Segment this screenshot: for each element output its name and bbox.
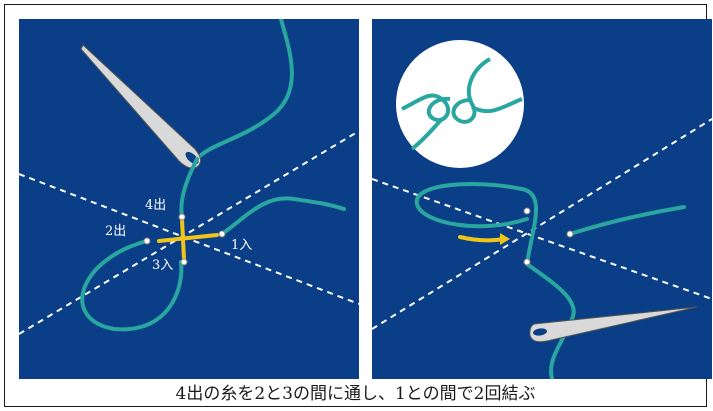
yellow-stitch-horizontal: [157, 233, 219, 243]
point-3-marker: [180, 258, 188, 266]
thread-right-tail: [220, 196, 346, 236]
yellow-stitch-vertical: [180, 217, 186, 261]
left-illustration-panel: 4出 2出 1入 3入: [19, 19, 359, 379]
right-illustration: [372, 40, 712, 379]
figure-caption: 4出の糸を2と3の間に通し、1との間で2回結ぶ: [175, 384, 536, 404]
dashed-guide-line-1: [372, 178, 712, 300]
needle-icon: [529, 306, 698, 343]
stitch-marker-bottom: [523, 258, 531, 266]
point-4-marker: [178, 213, 186, 221]
dashed-guide-line-2: [372, 118, 712, 330]
point-2-marker: [143, 237, 151, 245]
thread-to-needle: [195, 19, 294, 161]
label-point-4: 4出: [145, 198, 167, 213]
left-illustration: [19, 19, 359, 335]
dashed-guide-line-1: [19, 173, 359, 305]
point-1-marker: [218, 230, 226, 238]
thread-loop: [80, 239, 184, 332]
thread-right-tail: [568, 205, 686, 236]
yellow-arrow-icon: [458, 233, 510, 245]
label-point-3: 3入: [152, 258, 174, 273]
label-point-1: 1入: [231, 238, 253, 253]
needle-icon: [80, 44, 201, 169]
magnified-knot-icon: [396, 40, 524, 168]
thread-loop: [414, 182, 538, 266]
thread-to-needle: [525, 262, 576, 379]
figure-frame: 4出 2出 1入 3入: [4, 4, 712, 407]
thread-needle-to-4: [179, 157, 199, 219]
label-point-2: 2出: [105, 224, 127, 239]
stitch-marker-top: [523, 207, 531, 215]
stitch-marker-right: [566, 230, 574, 238]
right-illustration-panel: [372, 19, 712, 379]
